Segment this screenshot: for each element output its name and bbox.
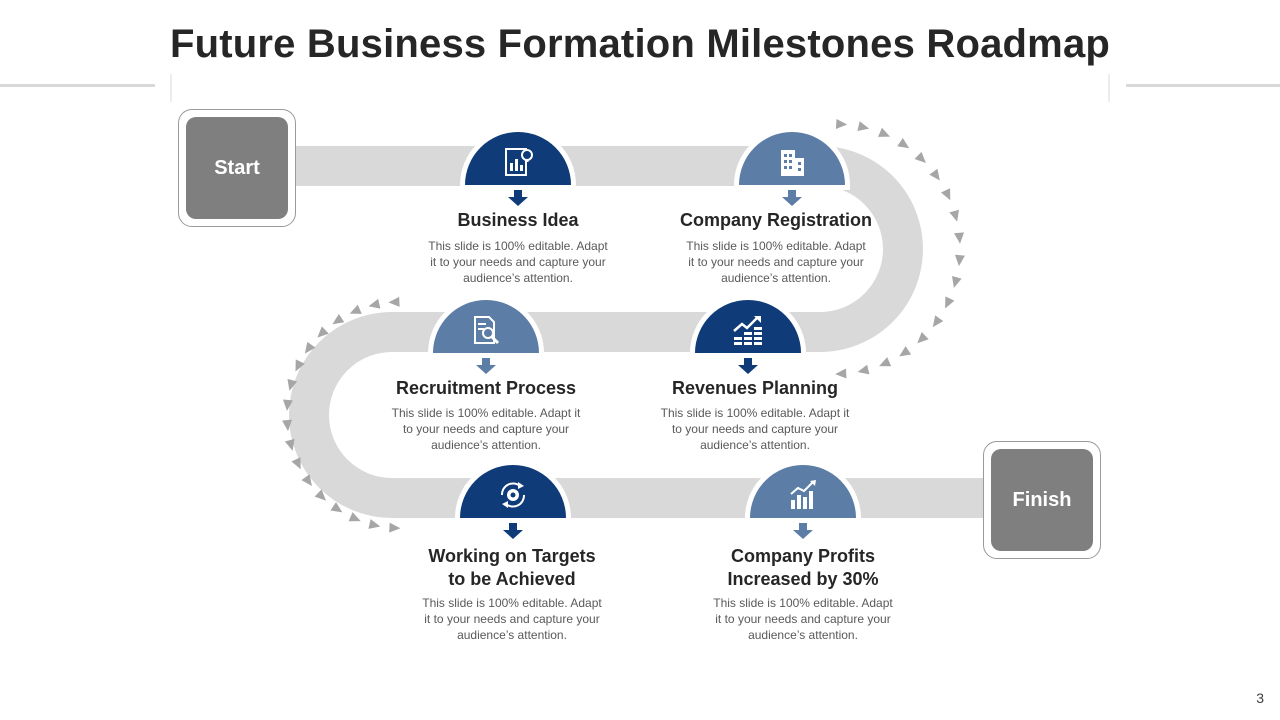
target-gear-cycle-icon (500, 481, 526, 508)
building-icon (781, 149, 804, 176)
direction-arrow-icon (929, 168, 940, 181)
direction-arrow-icon (389, 522, 401, 533)
direction-arrow-icon (287, 378, 298, 391)
direction-arrow-icon (304, 341, 316, 354)
direction-arrow-icon (348, 512, 361, 522)
direction-arrow-icon (899, 346, 912, 357)
direction-arrow-icon (945, 296, 955, 309)
road-track (289, 146, 990, 518)
direction-arrow-icon (897, 137, 910, 149)
direction-arrows (282, 118, 965, 533)
direction-arrow-icon (949, 209, 959, 222)
direction-arrow-icon (952, 275, 962, 288)
direction-arrow-icon (857, 121, 870, 132)
arrow-down-icon (508, 190, 528, 206)
idea-report-icon (505, 147, 533, 176)
direction-arrow-icon (282, 399, 293, 411)
direction-arrow-icon (917, 332, 929, 344)
direction-arrow-icon (282, 419, 293, 432)
title-divider-tick-right (1108, 74, 1110, 102)
bar-chart-growth-icon (790, 479, 816, 509)
direction-arrow-icon (932, 315, 944, 328)
title-divider-left (0, 84, 155, 87)
milestone-title: Revenues Planning (671, 378, 839, 398)
direction-arrow-icon (954, 232, 965, 244)
direction-arrow-icon (835, 118, 848, 129)
finish-box: Finish (983, 441, 1101, 559)
direction-arrow-icon (954, 254, 965, 267)
growth-coins-icon (733, 315, 762, 345)
direction-arrow-icon (332, 313, 345, 325)
direction-arrow-icon (314, 489, 327, 501)
direction-arrow-icon (388, 296, 400, 307)
direction-arrow-icon (857, 364, 870, 375)
direction-arrow-icon (835, 368, 847, 379)
direction-arrow-icon (879, 357, 892, 367)
arrow-down-icon (476, 358, 496, 374)
direction-arrow-icon (368, 298, 381, 309)
milestone-title: Company Registration (679, 210, 873, 230)
document-search-icon (474, 315, 500, 344)
direction-arrow-icon (295, 359, 305, 372)
arrow-down-icon (793, 523, 813, 539)
direction-arrow-icon (330, 502, 343, 513)
finish-label: Finish (991, 449, 1093, 551)
direction-arrow-icon (317, 326, 329, 338)
arrow-down-icon (503, 523, 523, 539)
direction-arrow-icon (878, 127, 891, 137)
title-divider-right (1126, 84, 1280, 87)
direction-arrow-icon (284, 438, 295, 451)
arrow-down-icon (738, 358, 758, 374)
milestone-title: Business Idea (457, 210, 579, 230)
start-label: Start (186, 117, 288, 219)
arrow-down-icon (782, 190, 802, 206)
direction-arrow-icon (349, 304, 362, 314)
direction-arrow-icon (941, 188, 951, 201)
direction-arrow-icon (368, 519, 381, 529)
direction-arrow-icon (301, 474, 312, 487)
title-divider-tick-left (170, 74, 172, 102)
page-number: 3 (1256, 690, 1264, 706)
start-box: Start (178, 109, 296, 227)
direction-arrow-icon (291, 457, 301, 470)
page-title: Future Business Formation Milestones Roa… (169, 22, 1111, 66)
direction-arrow-icon (914, 151, 926, 164)
milestone-title: Recruitment Process (395, 378, 577, 398)
